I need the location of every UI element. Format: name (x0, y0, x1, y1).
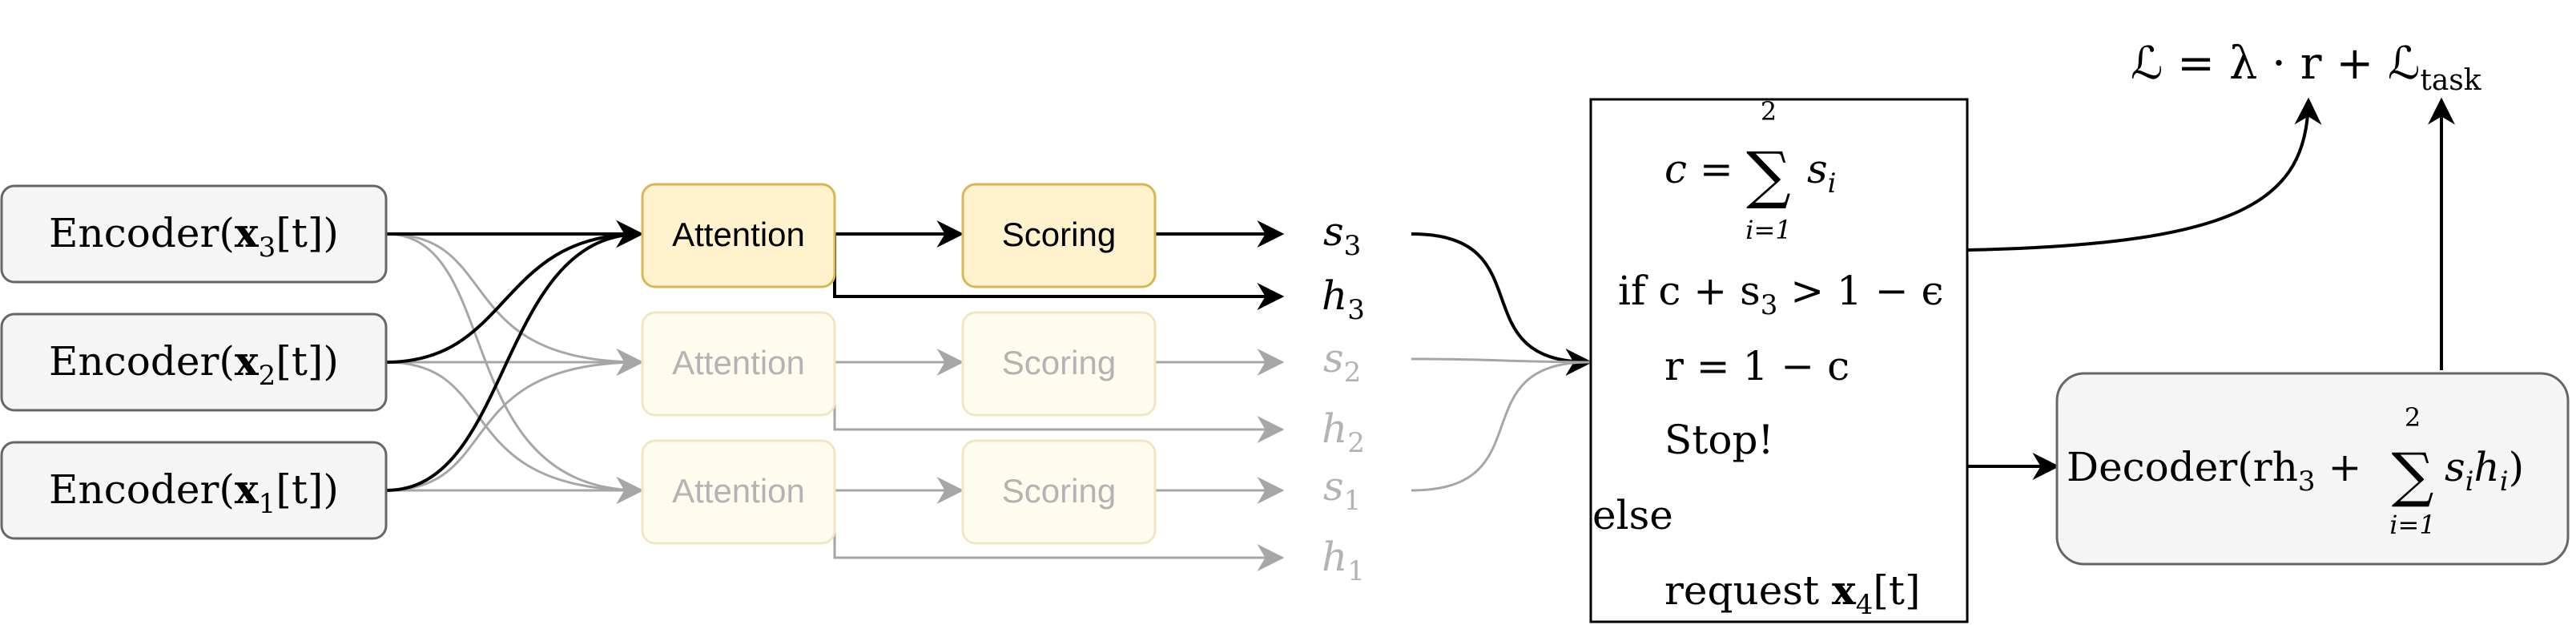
attention-2-box (641, 311, 836, 417)
hidden-h3-label: h3 (1322, 272, 1365, 326)
policy-box-frame (1589, 98, 1969, 623)
connector-enc2-att3 (385, 220, 644, 364)
connector-enc1-att2 (385, 349, 644, 492)
attention-3: Attention (641, 183, 836, 288)
encoder-to-attention-gray-connectors (385, 232, 644, 504)
attention-1-label: Attention (672, 472, 805, 510)
policy-line5: else (1592, 492, 1673, 538)
decoder: Decoder(rh3 + 2 ∑ i=1 sihi) (2055, 372, 2570, 566)
scoring-2-label: Scoring (1002, 344, 1116, 381)
encoder-x2-box (0, 312, 388, 412)
scoring-1-box (961, 439, 1157, 545)
policy-sum-term: si (1807, 146, 1837, 200)
policy-line1-lhs: c = (1664, 146, 1733, 192)
policy-sum-upper: 2 (1761, 96, 1777, 127)
policy-sum-lower: i=1 (1745, 215, 1791, 245)
score-s1-label: s1 (1323, 463, 1361, 517)
decoder-box (2055, 372, 2570, 566)
encoder-x3-box (0, 184, 388, 284)
connector-enc1-att3 (385, 220, 644, 492)
scoring-2: Scoring (961, 311, 1157, 417)
scoring-3-label: Scoring (1002, 216, 1116, 253)
hidden-h2-label: h2 (1322, 405, 1365, 459)
attention-2-label: Attention (672, 344, 805, 381)
attention-1: Attention (641, 439, 836, 545)
attention-3-box (641, 183, 836, 288)
decoder-sum-upper: 2 (2405, 402, 2421, 433)
policy-sum-symbol: ∑ (1746, 139, 1791, 212)
connector-enc2-att1 (385, 361, 644, 504)
policy-box: c = 2 ∑ i=1 si if c + s3 > 1 − ϵ r = 1 −… (1589, 96, 1969, 623)
scoring-2-box (961, 311, 1157, 417)
score-s2-label: s2 (1323, 335, 1361, 389)
policy-line6: request x4[t] (1664, 567, 1921, 621)
policy-line2: if c + s3 > 1 − ϵ (1618, 268, 1944, 321)
connector-s2-policy (1411, 357, 1591, 364)
scoring-3-box (961, 183, 1157, 288)
encoder-x1-label: Encoder(x1[t]) (49, 466, 339, 520)
encoder-x1-box (0, 441, 388, 540)
policy-line3: r = 1 − c (1664, 343, 1849, 389)
decoder-sum-lower: i=1 (2389, 510, 2435, 540)
connector-s1-policy (1411, 361, 1591, 492)
connector-policy-loss (1966, 97, 2322, 252)
connector-enc3-att2 (385, 232, 644, 376)
scoring-3: Scoring (961, 183, 1157, 288)
encoder-x2-label: Encoder(x2[t]) (49, 337, 339, 392)
hidden-h1-label: h1 (1322, 534, 1365, 587)
score-s3-label: s3 (1323, 208, 1361, 262)
decoder-sum-symbol: ∑ (2392, 441, 2434, 510)
encoder-to-attention-black-connectors (385, 220, 644, 492)
encoder-x1: Encoder(x1[t]) (0, 441, 388, 540)
loss-formula: ℒ = λ · r + ℒtask (2131, 38, 2482, 97)
encoder-x3: Encoder(x3[t]) (0, 184, 388, 284)
scoring-1: Scoring (961, 439, 1157, 545)
decoder-term: sihi) (2445, 444, 2524, 498)
attention-3-label: Attention (672, 216, 805, 253)
connector-s3-policy (1411, 232, 1593, 376)
encoder-x2: Encoder(x2[t]) (0, 312, 388, 412)
attention-2: Attention (641, 311, 836, 417)
decoder-prefix: Decoder(rh3 + (2067, 444, 2361, 498)
scoring-1-label: Scoring (1002, 472, 1116, 510)
attention-1-box (641, 439, 836, 545)
policy-line4: Stop! (1664, 417, 1774, 463)
encoder-x3-label: Encoder(x3[t]) (49, 209, 339, 264)
